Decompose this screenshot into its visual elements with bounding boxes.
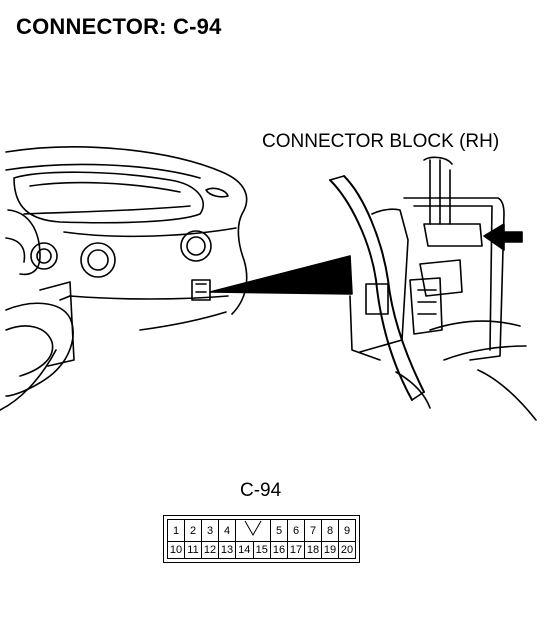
pin-cell: 12 bbox=[201, 541, 219, 559]
pin-cell: 20 bbox=[338, 541, 356, 559]
pin-cell: 14 bbox=[235, 541, 254, 559]
key-notch-icon bbox=[244, 520, 262, 537]
pin-cell: 19 bbox=[321, 541, 339, 559]
dashboard-illustration bbox=[0, 146, 537, 421]
pin-cell: 2 bbox=[184, 519, 202, 542]
pin-cell: 10 bbox=[167, 541, 185, 559]
page-title: CONNECTOR: C-94 bbox=[16, 14, 222, 39]
connector-block-callout: CONNECTOR BLOCK (RH) bbox=[262, 131, 500, 152]
pin-cell: 1 bbox=[167, 519, 185, 542]
pin-cell: 13 bbox=[218, 541, 236, 559]
pin-cell: 17 bbox=[287, 541, 305, 559]
connector-pinout: 1 2 3 4 5 6 7 8 9 10 11 12 13 14 15 16 1… bbox=[163, 515, 360, 563]
pin-cell: 11 bbox=[184, 541, 202, 559]
pin-row-bottom: 10 11 12 13 14 15 16 17 18 19 20 bbox=[167, 541, 356, 559]
pin-cell: 7 bbox=[304, 519, 322, 542]
pin-cell: 5 bbox=[270, 519, 288, 542]
pin-cell: 8 bbox=[321, 519, 339, 542]
pin-cell: 16 bbox=[270, 541, 288, 559]
connector-label: C-94 bbox=[240, 480, 282, 501]
connector-key bbox=[235, 519, 271, 542]
pin-cell: 4 bbox=[218, 519, 236, 542]
pin-cell: 9 bbox=[338, 519, 356, 542]
pin-cell: 3 bbox=[201, 519, 219, 542]
pin-cell: 15 bbox=[252, 541, 271, 559]
pin-row-top: 1 2 3 4 5 6 7 8 9 bbox=[167, 519, 356, 542]
pin-cell: 18 bbox=[304, 541, 322, 559]
pin-cell: 6 bbox=[287, 519, 305, 542]
